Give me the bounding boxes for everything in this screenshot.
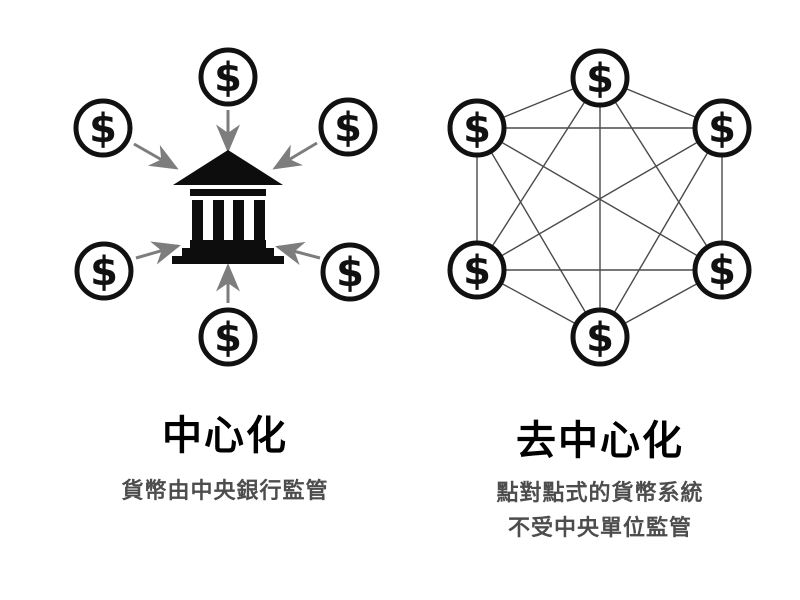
flow-arrow: [133, 142, 179, 170]
mesh-link: [599, 127, 723, 338]
dollar-icon: $: [586, 56, 614, 102]
mesh-link: [476, 127, 723, 271]
mesh-link: [599, 77, 723, 271]
dollar-icon: $: [90, 249, 118, 295]
dollar-icon: $: [214, 55, 242, 101]
dollar-icon: $: [463, 248, 491, 294]
dollar-icon: $: [708, 106, 736, 152]
coin-node: $: [692, 240, 752, 300]
diagram-canvas: $ $ $ $ $ $ $ $ $ $ $ $: [73, 47, 752, 367]
coin-node: $: [692, 98, 752, 158]
coin-node: $: [447, 240, 507, 300]
dollar-icon: $: [708, 248, 736, 294]
centralized-subtitle: 貨幣由中央銀行監管: [121, 479, 329, 504]
flow-arrow: [275, 241, 321, 266]
coin-node: $: [73, 98, 133, 158]
coin-node: $: [320, 242, 380, 302]
dollar-icon: $: [336, 250, 364, 296]
centralized-title: 中心化: [162, 413, 288, 459]
mesh-link: [476, 127, 601, 338]
decentralized-subtitle-line2: 不受中央單位監管: [507, 516, 692, 541]
dollar-icon: $: [334, 105, 362, 151]
coin-node: $: [570, 48, 630, 108]
dollar-icon: $: [463, 106, 491, 152]
coin-node: $: [447, 98, 507, 158]
coin-node: $: [318, 97, 378, 157]
coin-node: $: [198, 47, 258, 107]
mesh-link: [476, 77, 601, 271]
decentralized-title: 去中心化: [516, 418, 684, 464]
dollar-icon: $: [214, 315, 242, 361]
flow-arrow: [272, 141, 318, 170]
bank-icon: [172, 150, 284, 264]
coin-node: $: [74, 241, 134, 301]
coin-node: $: [198, 307, 258, 367]
dollar-icon: $: [586, 315, 614, 361]
coin-node: $: [570, 307, 630, 367]
decentralized-subtitle-line1: 點對點式的貨幣系統: [496, 481, 704, 506]
dollar-icon: $: [89, 106, 117, 152]
flow-arrow: [135, 241, 181, 265]
